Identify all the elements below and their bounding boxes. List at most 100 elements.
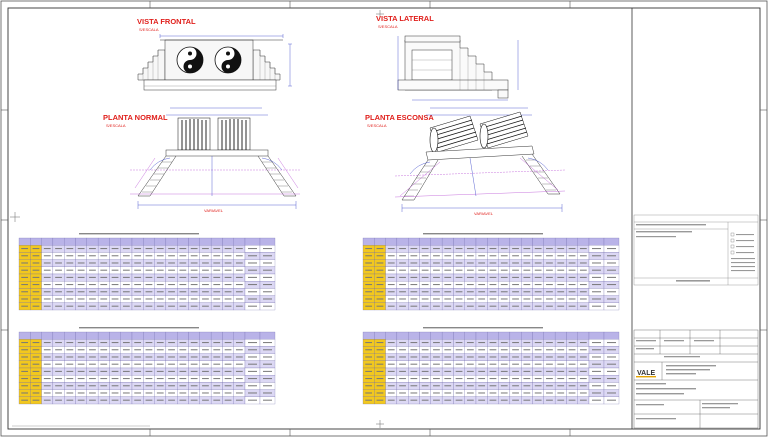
table-cell-value (134, 378, 142, 380)
table-cell-value (365, 291, 373, 293)
table-cell (75, 237, 87, 246)
table-cell-value (523, 370, 531, 372)
table-cell-value (100, 276, 108, 278)
table-cell-value (179, 269, 187, 271)
table-cell-value (444, 291, 452, 293)
table-cell-value (263, 349, 272, 351)
company-logo-bar (636, 376, 656, 378)
table-cell-value (433, 276, 440, 278)
table-cell-value (263, 342, 272, 344)
table-cell-value (500, 255, 508, 257)
table-title-line (423, 233, 543, 235)
table-cell-value (224, 248, 232, 250)
table-cell-value (410, 248, 418, 250)
table-cell-value (32, 284, 40, 286)
table-cell-value (365, 356, 373, 358)
table-cell-value (489, 298, 497, 300)
table-cell-value (179, 262, 187, 264)
table-cell-value (466, 269, 474, 271)
table-cell-value (190, 356, 198, 358)
table-cell-value (77, 305, 85, 307)
table-cell-value (512, 269, 519, 271)
table-cell-value (235, 291, 243, 293)
table-cell-value (478, 370, 486, 372)
table-cell-value (122, 298, 130, 300)
table-cell-value (190, 284, 198, 286)
table-cell-value (66, 298, 74, 300)
table-cell-value (190, 305, 198, 307)
table-cell-value (179, 248, 187, 250)
table-cell-value (523, 349, 531, 351)
table-cell-value (421, 363, 429, 365)
table-cell-value (433, 378, 440, 380)
table-cell-value (455, 363, 463, 365)
table-cell-value (592, 342, 601, 344)
table-cell-value (500, 342, 508, 344)
table-cell-value (455, 248, 463, 250)
side-view-title: VISTA LATERAL (376, 14, 434, 23)
table-cell (588, 331, 605, 340)
table-cell-value (21, 305, 29, 307)
table-cell-value (500, 262, 508, 264)
table-cell-value (365, 284, 373, 286)
table-cell (566, 331, 578, 340)
table-cell-value (235, 370, 243, 372)
table-cell-value (399, 248, 406, 250)
table-cell-value (376, 370, 384, 372)
table-cell-value (410, 291, 418, 293)
table-cell-value (145, 269, 153, 271)
table-cell-value (111, 363, 119, 365)
table-cell-value (568, 305, 576, 307)
table-cell-value (433, 385, 440, 387)
table-cell-value (387, 291, 395, 293)
table-cell-value (607, 342, 616, 344)
table-cell-value (21, 385, 29, 387)
table-cell-value (263, 392, 272, 394)
table-cell-value (579, 342, 587, 344)
table-cell-value (433, 248, 440, 250)
table-cell (498, 331, 511, 340)
table-cell-value (546, 385, 553, 387)
table-cell-value (592, 399, 601, 401)
table-cell-value (489, 363, 497, 365)
table-cell-value (248, 370, 257, 372)
table-cell-value (557, 370, 565, 372)
table-cell (509, 331, 522, 340)
table-cell-value (568, 276, 576, 278)
table-cell-value (376, 269, 384, 271)
table-cell (441, 237, 454, 246)
table-cell-value (579, 385, 587, 387)
table-cell-value (568, 378, 576, 380)
table-cell (543, 237, 556, 246)
table-cell-value (421, 378, 429, 380)
table-cell (177, 237, 189, 246)
table-cell (143, 331, 155, 340)
table-cell-value (466, 255, 474, 257)
table-cell-value (55, 262, 62, 264)
table-cell-value (399, 399, 406, 401)
front-view-title: VISTA FRONTAL (137, 17, 196, 26)
table-cell-value (235, 349, 243, 351)
table-cell-value (523, 342, 531, 344)
table-cell-value (224, 298, 232, 300)
table-cell-value (534, 399, 542, 401)
table-cell-value (546, 399, 553, 401)
table-cell-value (43, 349, 51, 351)
table-cell-value (489, 370, 497, 372)
table-cell-value (433, 262, 440, 264)
table-cell-value (168, 276, 175, 278)
table-cell-value (376, 349, 384, 351)
table-cell-value (134, 262, 142, 264)
table-cell-value (248, 255, 257, 257)
table-cell-value (607, 305, 616, 307)
table-cell-value (444, 356, 452, 358)
table-cell-value (111, 399, 119, 401)
table-cell-value (579, 399, 587, 401)
table-cell-value (410, 262, 418, 264)
table-cell (588, 237, 605, 246)
table-cell-value (534, 298, 542, 300)
table-cell-value (365, 378, 373, 380)
table-cell-value (376, 399, 384, 401)
table-cell-value (134, 392, 142, 394)
